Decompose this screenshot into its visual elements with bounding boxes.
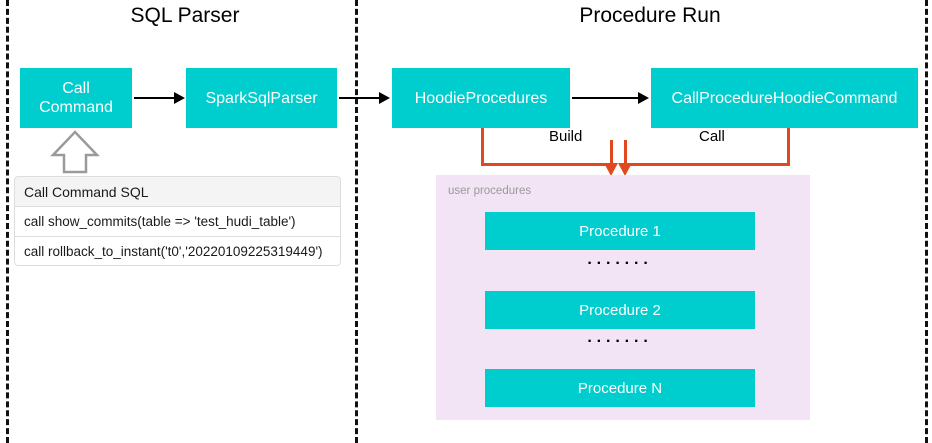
node-call-command-label-line2: Command (39, 99, 113, 116)
divider-left (6, 0, 9, 443)
arrow-spark-parser-to-hoodie-procedures-line (339, 97, 381, 99)
node-hoodie-procedures-label: HoodieProcedures (414, 89, 548, 107)
arrow-spark-parser-to-hoodie-procedures-head-icon (379, 92, 390, 104)
procedures-separator-dots: ······· (587, 333, 653, 350)
table-header-cell: Call Command SQL (14, 176, 341, 206)
procedures-separator-dots: ······· (587, 255, 653, 272)
build-connector-segment-vertical-end (610, 140, 613, 166)
call-connector-segment-vertical-start (787, 128, 790, 166)
section-title-procedure-run: Procedure Run (579, 4, 721, 27)
user-procedures-panel: user procedures Procedure 1 ······· Proc… (436, 175, 810, 420)
node-call-procedure-hoodie-command[interactable]: CallProcedureHoodieCommand (651, 68, 918, 128)
node-call-command[interactable]: Call Command (20, 68, 132, 128)
node-spark-sql-parser[interactable]: SparkSqlParser (186, 68, 337, 128)
arrow-hoodie-procedures-to-call-command-head-icon (638, 92, 649, 104)
build-connector-segment-horizontal (481, 163, 613, 166)
call-connector-segment-horizontal (624, 163, 790, 166)
call-connector-arrow-head-icon (618, 163, 632, 176)
section-title-sql-parser: SQL Parser (130, 4, 240, 27)
procedure-box[interactable]: Procedure 1 (485, 212, 755, 250)
build-connector-arrow-head-icon (604, 163, 618, 176)
node-spark-sql-parser-label: SparkSqlParser (205, 89, 318, 107)
table-row: call rollback_to_instant('t0','202201092… (14, 236, 341, 266)
edge-label-build: Build (545, 128, 587, 145)
hollow-up-arrow-icon (50, 130, 100, 174)
node-call-procedure-hoodie-command-label: CallProcedureHoodieCommand (671, 89, 898, 107)
user-procedures-caption: user procedures (448, 185, 532, 197)
build-connector-segment-vertical-start (481, 128, 484, 166)
call-connector-segment-vertical-end (624, 140, 627, 166)
procedure-box-label: Procedure N (577, 379, 663, 397)
arrow-hoodie-procedures-to-call-command-line (572, 97, 640, 99)
divider-middle (355, 0, 358, 443)
procedure-box-label: Procedure 2 (579, 301, 661, 319)
node-call-command-label-line1: Call (62, 80, 90, 97)
divider-right (925, 0, 928, 443)
table-row: call show_commits(table => 'test_hudi_ta… (14, 206, 341, 236)
call-command-sql-table: Call Command SQL call show_commits(table… (14, 176, 341, 266)
edge-label-call: Call (695, 128, 729, 145)
arrow-call-command-to-spark-parser-head-icon (174, 92, 185, 104)
procedure-box-label: Procedure 1 (579, 222, 661, 240)
arrow-call-command-to-spark-parser-line (134, 97, 176, 99)
node-hoodie-procedures[interactable]: HoodieProcedures (392, 68, 570, 128)
procedure-box[interactable]: Procedure N (485, 369, 755, 407)
procedure-box[interactable]: Procedure 2 (485, 291, 755, 329)
